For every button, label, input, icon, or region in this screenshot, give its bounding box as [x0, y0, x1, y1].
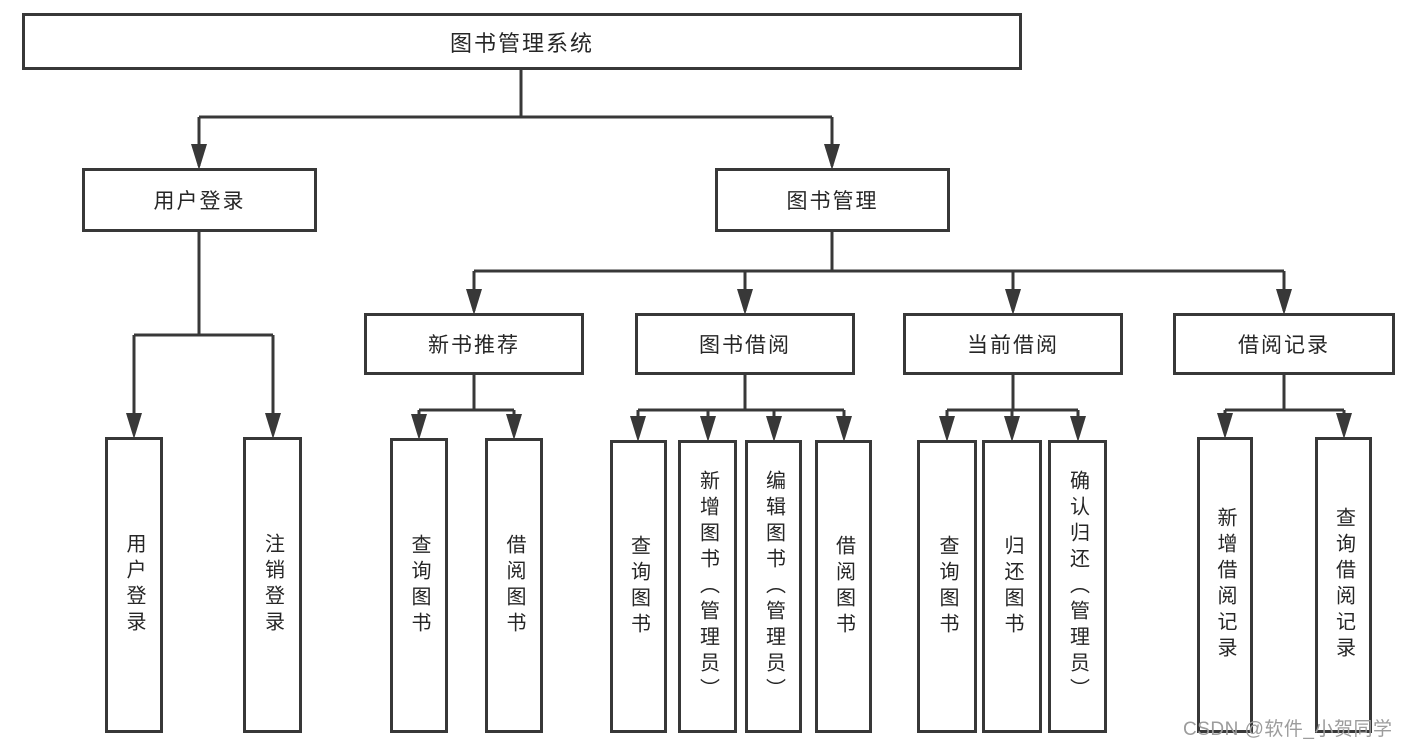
node-book-management: 图书管理: [715, 168, 950, 232]
arrowhead: [1336, 413, 1352, 439]
connector-borrow-record: [1223, 375, 1346, 434]
node-leaf-add-borrow-record: 新增借阅记录: [1197, 437, 1253, 733]
node-borrow-record: 借阅记录: [1173, 313, 1395, 375]
leaf-label: 用户登录: [123, 533, 145, 637]
node-leaf-logout: 注销登录: [243, 437, 302, 733]
leaf-label: 查询图书: [936, 534, 958, 639]
leaf-label: 确认归还（管理员）: [1066, 469, 1089, 704]
arrowhead: [506, 414, 522, 440]
leaf-label: 借阅图书: [503, 533, 525, 638]
node-current-borrow-label: 当前借阅: [967, 334, 1059, 357]
node-leaf-query-book-2: 查询图书: [610, 440, 667, 733]
connector-root: [197, 70, 834, 166]
connector-book-management: [472, 232, 1286, 311]
arrowhead: [766, 416, 782, 442]
arrowhead: [824, 144, 840, 170]
node-leaf-confirm-return-admin: 确认归还（管理员）: [1048, 440, 1107, 733]
node-new-book-recommend: 新书推荐: [364, 313, 584, 375]
node-book-borrow-label: 图书借阅: [699, 334, 791, 357]
arrowhead: [700, 416, 716, 442]
connector-user-login: [132, 232, 275, 434]
leaf-label: 归还图书: [1001, 534, 1023, 639]
arrowhead: [1005, 289, 1021, 315]
node-book-borrow: 图书借阅: [635, 313, 855, 375]
connector-book-borrow: [636, 375, 846, 437]
arrowhead: [1070, 416, 1086, 442]
arrowhead: [1276, 289, 1292, 315]
node-borrow-record-label: 借阅记录: [1238, 334, 1330, 357]
node-leaf-query-borrow-record: 查询借阅记录: [1315, 437, 1372, 733]
leaf-label: 编辑图书（管理员）: [762, 469, 785, 704]
node-book-management-label: 图书管理: [786, 190, 879, 213]
node-current-borrow: 当前借阅: [903, 313, 1123, 375]
leaf-label: 新增图书（管理员）: [696, 469, 719, 704]
arrowhead: [265, 413, 281, 439]
node-leaf-user-login: 用户登录: [105, 437, 163, 733]
node-user-login-label: 用户登录: [153, 190, 246, 213]
arrowhead: [1217, 413, 1233, 439]
arrowhead: [939, 416, 955, 442]
arrowhead: [411, 414, 427, 440]
node-new-book-recommend-label: 新书推荐: [428, 334, 520, 357]
leaf-label: 新增借阅记录: [1214, 507, 1236, 663]
leaf-label: 借阅图书: [832, 534, 855, 639]
connector-current-borrow: [945, 375, 1080, 437]
arrowhead: [836, 416, 852, 442]
arrowhead: [191, 144, 207, 170]
watermark: CSDN @软件_小贺同学: [1183, 719, 1393, 740]
arrowhead: [737, 289, 753, 315]
node-leaf-query-book-3: 查询图书: [917, 440, 977, 733]
leaf-label: 查询借阅记录: [1332, 507, 1355, 663]
node-root: 图书管理系统: [22, 13, 1022, 70]
node-root-label: 图书管理系统: [449, 30, 594, 56]
node-leaf-return-book: 归还图书: [982, 440, 1042, 733]
arrowhead: [1004, 416, 1020, 442]
leaf-label: 注销登录: [261, 533, 284, 637]
arrowhead: [630, 416, 646, 442]
leaf-label: 查询图书: [408, 533, 430, 638]
arrowhead: [466, 289, 482, 315]
node-leaf-edit-book-admin: 编辑图书（管理员）: [745, 440, 802, 733]
node-leaf-add-book-admin: 新增图书（管理员）: [678, 440, 737, 733]
connector-new-book-recommend: [417, 375, 516, 435]
arrowhead: [126, 413, 142, 439]
node-user-login: 用户登录: [82, 168, 317, 232]
leaf-label: 查询图书: [627, 534, 650, 639]
node-leaf-borrow-book-1: 借阅图书: [485, 438, 543, 733]
node-leaf-borrow-book-2: 借阅图书: [815, 440, 872, 733]
node-leaf-query-book-1: 查询图书: [390, 438, 448, 733]
